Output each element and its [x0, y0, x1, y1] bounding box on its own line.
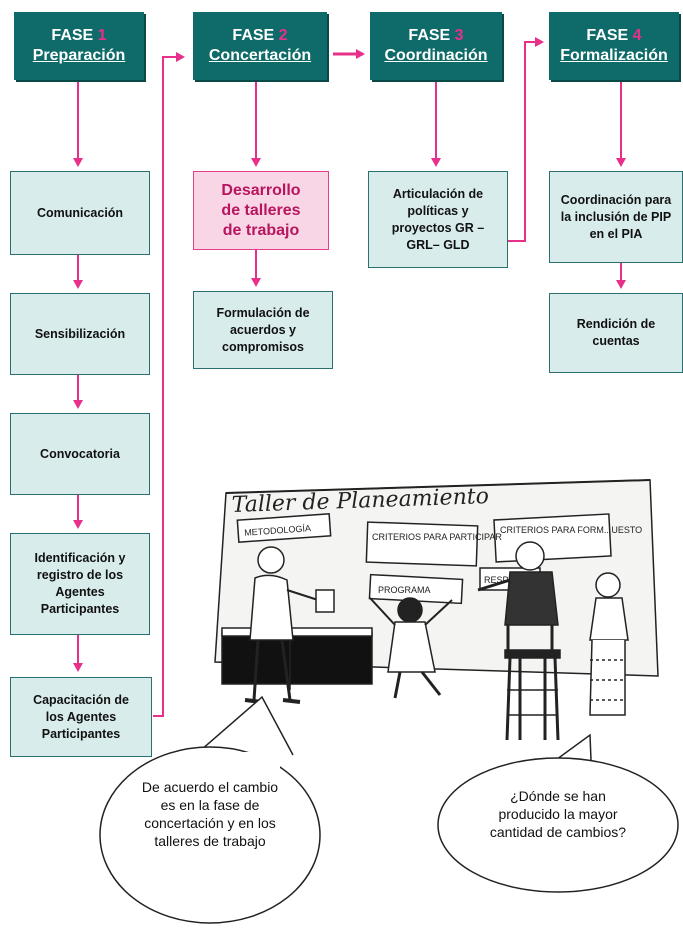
card-criterios-participar	[365, 521, 479, 567]
card-label: METODOLOGÍA	[244, 523, 311, 538]
step-coordinacion-pip: Coordinación para la inclusión de PIP en…	[549, 171, 683, 263]
arrow-capacitacion-fase2	[153, 52, 185, 717]
card-label: PROGRAMA	[378, 585, 431, 595]
card-label: CRITERIOS PARA PARTICIPAR	[372, 532, 502, 542]
step-capacitacion: Capacitación de los Agentes Participante…	[10, 677, 152, 757]
left-bubble-text: De acuerdo el cambio es en la fase de co…	[141, 779, 279, 849]
left-bubble	[99, 746, 321, 924]
card-label: RESP...	[484, 575, 515, 585]
right-bubble	[437, 757, 679, 893]
card-criterios-formular	[493, 513, 612, 563]
card-metodologia	[236, 513, 332, 543]
step-formulacion: Formulación de acuerdos y compromisos	[193, 291, 333, 369]
step-desarrollo-talleres: Desarrollo de talleres de trabajo	[193, 171, 329, 250]
phase-word: FASE	[586, 27, 629, 44]
step-rendicion-cuentas: Rendición de cuentas	[549, 293, 683, 373]
phase-name: Coordinación	[384, 47, 488, 64]
step-convocatoria: Convocatoria	[10, 413, 150, 495]
phase-name: Formalización	[560, 47, 668, 64]
phase-name: Preparación	[32, 47, 126, 64]
phase-3-header: FASE 3 Coordinación	[370, 12, 502, 80]
phase-number: 2	[278, 27, 288, 44]
phase-word: FASE	[408, 27, 451, 44]
card-label: CRITERIOS PARA FORM...UESTO	[500, 525, 642, 535]
arrow-articulacion-fase4	[508, 37, 544, 242]
step-articulacion: Articulación de políticas y proyectos GR…	[368, 171, 508, 268]
phase-1-header: FASE 1 Preparación	[14, 12, 144, 80]
phase-number: 4	[632, 27, 642, 44]
phase-number: 1	[97, 27, 107, 44]
step-comunicacion: Comunicación	[10, 171, 150, 255]
right-bubble-text: ¿Dónde se han producido la mayor cantida…	[489, 788, 627, 840]
phase-name: Concertación	[208, 47, 312, 64]
step-sensibilizacion: Sensibilización	[10, 293, 150, 375]
phase-4-header: FASE 4 Formalización	[549, 12, 679, 80]
workshop-illustration	[214, 479, 659, 741]
phase-word: FASE	[232, 27, 275, 44]
step-identificacion: Identificación y registro de los Agentes…	[10, 533, 150, 635]
phase-number: 3	[454, 27, 464, 44]
phase-2-header: FASE 2 Concertación	[193, 12, 327, 80]
phase-word: FASE	[51, 27, 94, 44]
